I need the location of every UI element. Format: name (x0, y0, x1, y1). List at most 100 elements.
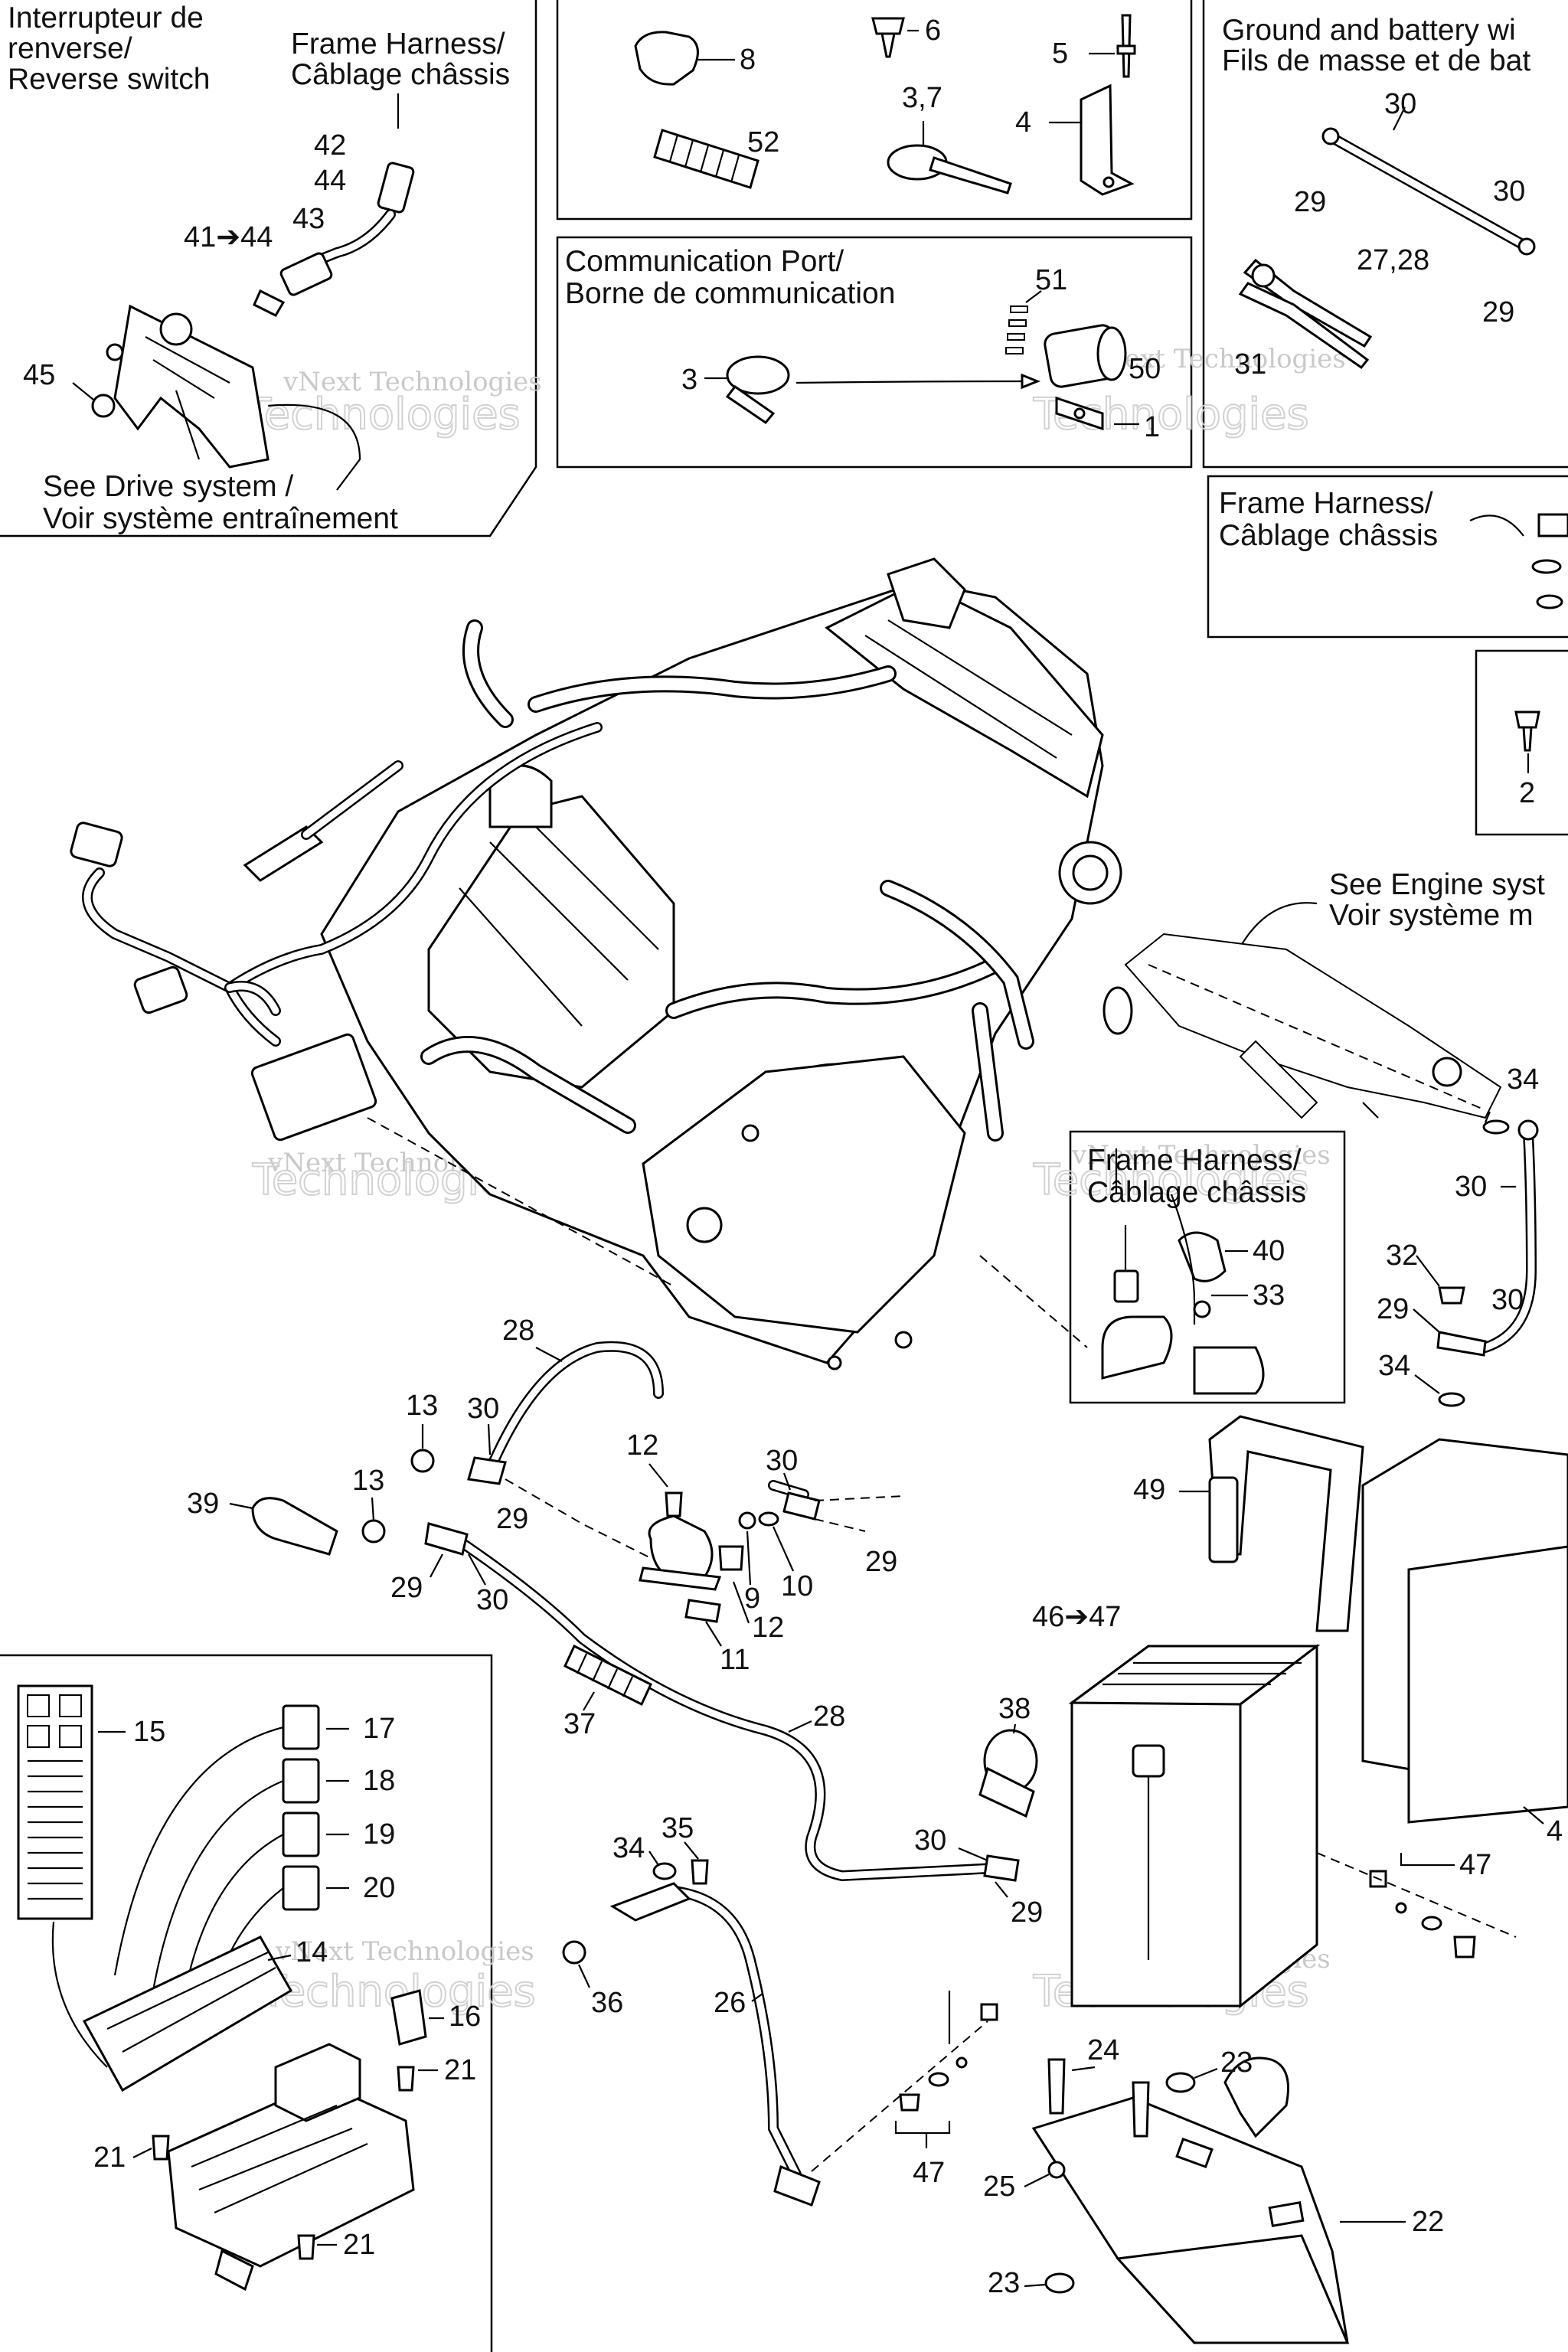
frame-harness-right-title-2: Câblage châssis (1219, 519, 1438, 552)
crimp-tool-31-icon (1238, 258, 1373, 370)
leader (684, 1841, 699, 1860)
dash-leader (979, 1255, 1088, 1348)
callout-29-bat: 29 (1011, 1896, 1043, 1929)
fuse-box-cover-icon (82, 1936, 293, 2092)
callout-23-top: 23 (1220, 2047, 1253, 2079)
leader (1400, 1853, 1455, 1867)
leader (583, 1691, 595, 1711)
terminal-hardware-47-icon (1369, 1870, 1476, 1958)
leader (1194, 2067, 1218, 2079)
callout-30-top: 30 (1384, 88, 1416, 120)
ground-sensor-icon (1101, 1194, 1265, 1395)
ground-battery-panel (1202, 0, 1568, 469)
watermark-4: vNext Technologies (1071, 1140, 1331, 1171)
battery-box-cover-icon (1361, 1438, 1568, 1824)
leader (267, 1954, 292, 1962)
leader (705, 1621, 722, 1647)
callout-28-low: 28 (813, 1700, 845, 1733)
leader (1025, 290, 1042, 303)
callout-28-top: 28 (502, 1315, 534, 1347)
watermark-5: vNext Technologies (275, 1936, 534, 1967)
bracket-4-icon (1080, 83, 1135, 196)
comm-port-connector-icon (1005, 305, 1127, 431)
dash-leader (811, 2020, 988, 2172)
leader (995, 1881, 1008, 1898)
callout-30-right: 30 (1493, 175, 1525, 207)
callout-2-edge: 2 (1519, 777, 1535, 809)
screw-21-left-icon (152, 2135, 170, 2161)
leader (51, 1921, 108, 2068)
callout-5: 5 (1052, 38, 1068, 70)
callout-22: 22 (1412, 2206, 1444, 2238)
leader (113, 1726, 284, 1976)
leader (430, 1553, 443, 1578)
callout-25: 25 (983, 2171, 1015, 2203)
callout-30-sol-left: 30 (476, 1584, 508, 1616)
leader (648, 1463, 668, 1488)
frame-harness-title-1: Frame Harness/ (291, 28, 505, 60)
leader (1523, 1806, 1544, 1824)
battery-cable-30-icon (768, 1480, 821, 1521)
leader (1414, 1374, 1440, 1394)
leader (487, 1423, 492, 1455)
leader (468, 1553, 486, 1586)
see-engine-2: Voir système m (1329, 899, 1534, 932)
callout-1: 1 (1144, 411, 1160, 443)
fuse-box-base-icon (167, 2043, 415, 2292)
callout-9: 9 (744, 1583, 760, 1615)
washer-23-low-icon (1044, 2272, 1075, 2294)
callout-16: 16 (449, 2001, 481, 2033)
drive-bracket-icon (106, 304, 270, 469)
engine-mount-icon (1102, 933, 1502, 1119)
battery-icon (1068, 1643, 1321, 2009)
callout-15: 15 (133, 1716, 165, 1748)
callout-3-7: 3,7 (902, 82, 942, 114)
callout-29-right-mid: 29 (1377, 1293, 1409, 1325)
leader (1393, 106, 1406, 131)
leader (746, 1530, 752, 1586)
callout-13-top: 13 (406, 1390, 438, 1422)
leader (1024, 2174, 1050, 2187)
see-drive-1: See Drive system / (43, 470, 293, 503)
callout-13-low: 13 (352, 1465, 384, 1497)
frame-harness-right-panel (1207, 475, 1568, 639)
callout-26: 26 (714, 1987, 746, 2019)
callout-12-low: 12 (752, 1612, 784, 1644)
ground-bolt-icon (1531, 513, 1568, 609)
callout-50: 50 (1129, 353, 1161, 385)
callout-23-low: 23 (988, 2267, 1020, 2299)
leader (1416, 1255, 1440, 1287)
watermark-1: vNext Technologies (283, 367, 542, 397)
callout-30-right-mid: 30 (1455, 1171, 1487, 1203)
battery-tray-icon (1031, 2056, 1350, 2344)
fuse-box-panel (0, 1654, 493, 2352)
callout-11: 11 (720, 1644, 750, 1676)
frame-harness-title-2: Câblage châssis (291, 58, 510, 91)
callout-29-right: 29 (1482, 296, 1514, 328)
boot-39-icon (251, 1497, 338, 1556)
callout-42: 42 (314, 129, 346, 162)
starter-cable-28-icon (467, 1341, 664, 1485)
sleeve-52-icon (653, 129, 760, 189)
comm-port-title-1: Communication Port/ (565, 245, 844, 278)
washer-23-top-icon (1165, 2072, 1196, 2093)
dash-leader (814, 1518, 866, 1532)
frame-harness-mid-title-2: Câblage châssis (1087, 1176, 1306, 1209)
callout-41-44: 41➔44 (184, 221, 273, 253)
callout-17: 17 (363, 1713, 395, 1745)
stud-5-icon (1116, 14, 1136, 78)
nut-45-icon (91, 394, 116, 418)
cable-tie-37-icon (887, 144, 1012, 194)
callout-21-low: 21 (343, 2229, 375, 2261)
callout-36: 36 (591, 1987, 623, 2019)
leader (751, 1993, 763, 2002)
callout-46-47: 46➔47 (1032, 1601, 1121, 1633)
callout-51: 51 (1035, 264, 1067, 296)
leader (182, 1834, 284, 1999)
fuse-label-decal-icon (17, 1684, 93, 1920)
frame-harness-mid-title-1: Frame Harness/ (1087, 1144, 1302, 1177)
comm-port-panel (556, 236, 1193, 469)
watermark-2: vNext Technologies (1086, 344, 1346, 374)
leader (648, 1851, 659, 1866)
